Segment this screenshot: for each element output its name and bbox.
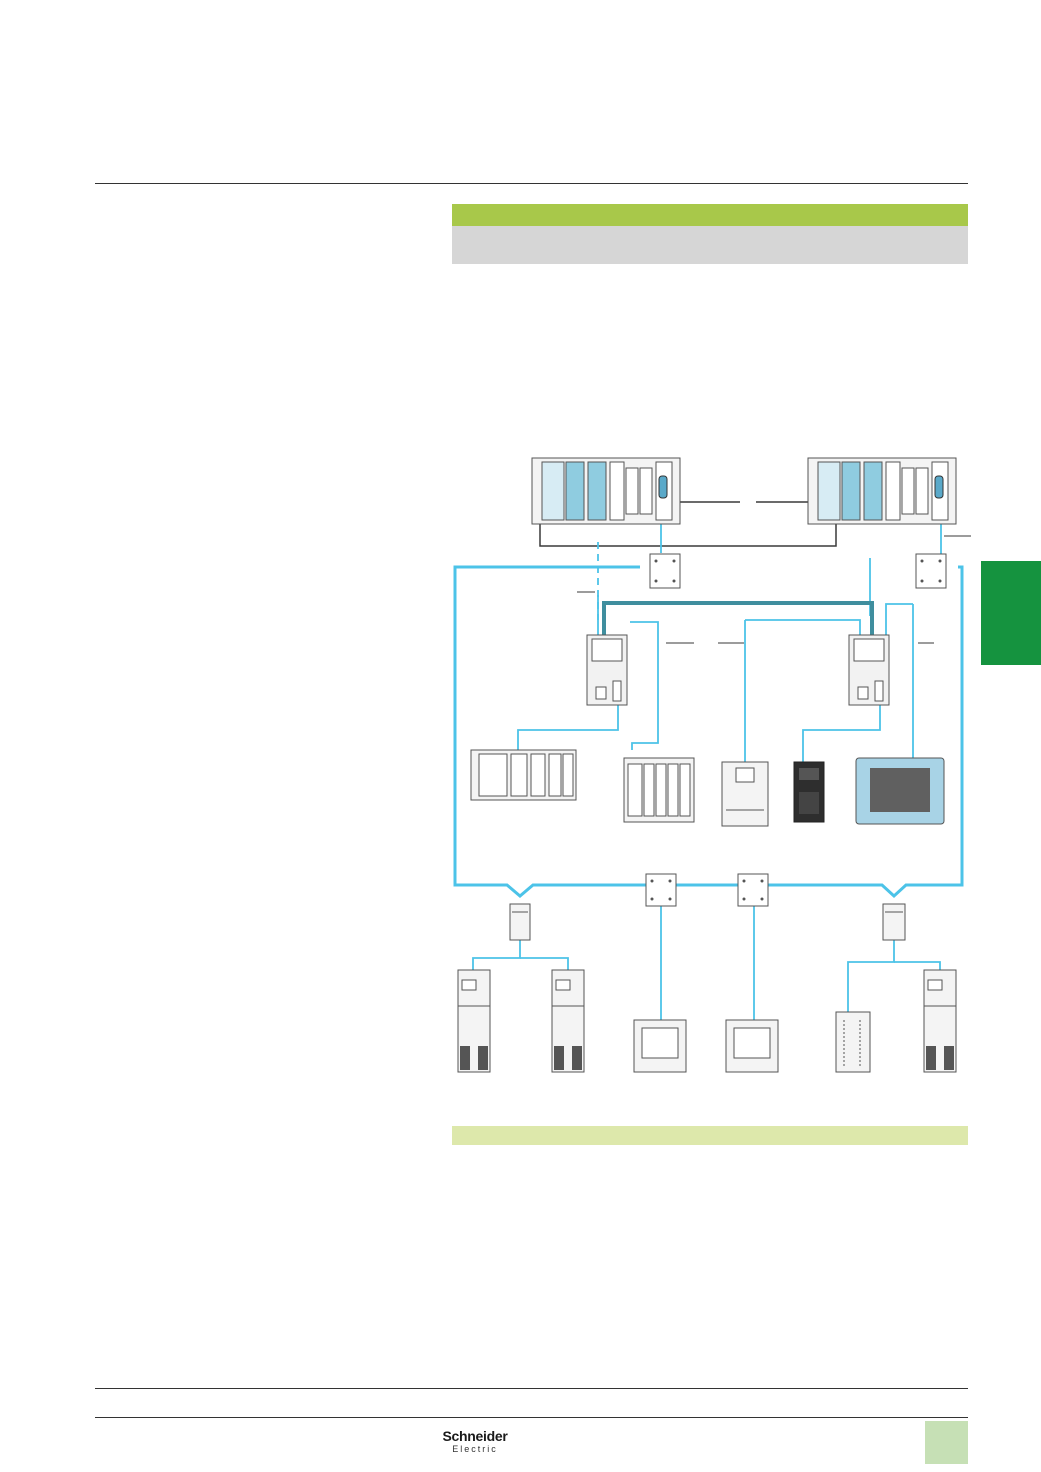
circuit-breaker-icon[interactable] — [551, 969, 585, 1073]
tap-junction-box-icon[interactable] — [737, 873, 769, 907]
top-rule — [95, 183, 968, 184]
callout-leaders — [577, 535, 971, 644]
power-meter-icon[interactable] — [633, 1019, 687, 1073]
section-header-bar — [452, 204, 968, 226]
plc-rack-icon[interactable] — [470, 749, 577, 801]
section-subheader-bar — [452, 226, 968, 264]
ethernet-switch-icon[interactable] — [848, 634, 890, 706]
section-footer-bar — [452, 1126, 968, 1145]
logo-subtext: Electric — [452, 1444, 498, 1454]
io-module-icon[interactable] — [623, 757, 695, 823]
io-module-icon[interactable] — [835, 1011, 871, 1073]
circuit-breaker-icon[interactable] — [923, 969, 957, 1073]
logo-wordmark: Schneider — [442, 1428, 508, 1444]
tap-junction-box-icon[interactable] — [915, 553, 947, 589]
page-number-tab — [925, 1421, 968, 1464]
switch-ring-link — [602, 601, 874, 635]
dark-cabling — [539, 501, 837, 547]
circuit-breaker-icon[interactable] — [457, 969, 491, 1073]
plc-rack-icon[interactable] — [807, 457, 957, 525]
bottom-rule — [95, 1388, 968, 1389]
network-architecture-diagram — [453, 457, 971, 1073]
bottom-rule — [95, 1417, 968, 1418]
gateway-icon[interactable] — [509, 903, 531, 941]
tap-junction-box-icon[interactable] — [645, 873, 677, 907]
variable-speed-drive-icon[interactable] — [721, 761, 769, 827]
schneider-electric-logo: Schneider Electric — [430, 1429, 520, 1457]
ethernet-switch-icon[interactable] — [586, 634, 628, 706]
chapter-side-tab[interactable] — [981, 561, 1041, 665]
tap-junction-box-icon[interactable] — [649, 553, 681, 589]
hmi-display-icon[interactable] — [855, 757, 945, 825]
ethernet-cabling — [453, 565, 964, 899]
power-meter-icon[interactable] — [725, 1019, 779, 1073]
gateway-icon[interactable] — [793, 761, 825, 823]
gateway-icon[interactable] — [882, 903, 906, 941]
plc-rack-icon[interactable] — [531, 457, 681, 525]
